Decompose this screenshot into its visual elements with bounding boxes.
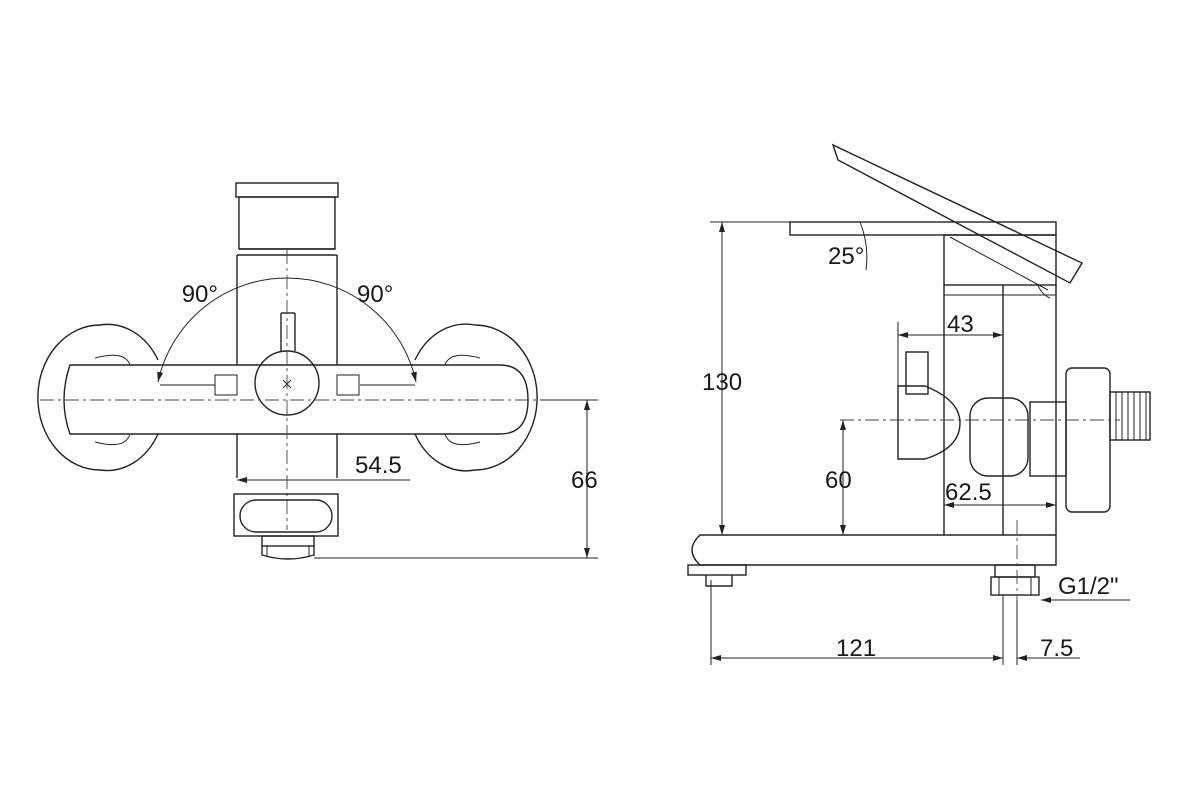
side-spout xyxy=(687,534,1057,596)
cartridge-cap xyxy=(235,182,339,250)
dim-62-5-label: 62.5 xyxy=(945,479,992,506)
dim-7-5 xyxy=(1016,600,1080,665)
angle-lever-label: 25° xyxy=(828,243,864,270)
lever-raised xyxy=(831,143,1083,291)
dim-121 xyxy=(710,580,1004,665)
dim-60-label: 60 xyxy=(825,467,852,494)
wall-flange-left xyxy=(37,323,159,472)
dim-43-label: 43 xyxy=(947,311,974,338)
side-body xyxy=(943,285,1057,535)
angle-lever-arc xyxy=(859,221,868,271)
dim-130-label: 130 xyxy=(702,369,742,396)
wall-connection xyxy=(1029,367,1151,513)
dim-66 xyxy=(314,399,598,559)
mixer-bar xyxy=(63,364,529,435)
wall-flange-right xyxy=(414,323,538,472)
dim-130 xyxy=(710,221,790,535)
front-view: 90° 90° 54.5 66 xyxy=(37,182,598,560)
dim-7-5-label: 7.5 xyxy=(1040,635,1073,662)
thread-label: G1/2" xyxy=(1058,573,1119,600)
side-diverter xyxy=(897,351,1029,477)
side-view: 25° 130 43 60 62.5 121 7.5 G1/2" xyxy=(687,143,1151,665)
dim-height-label: 66 xyxy=(571,467,598,494)
spout-outlet xyxy=(233,493,339,560)
dim-width-label: 54.5 xyxy=(355,452,402,479)
angle-left-label: 90° xyxy=(182,281,218,308)
lever-closed xyxy=(789,221,1057,299)
dim-121-label: 121 xyxy=(836,635,876,662)
angle-right-label: 90° xyxy=(357,281,393,308)
dim-43 xyxy=(897,322,1003,386)
